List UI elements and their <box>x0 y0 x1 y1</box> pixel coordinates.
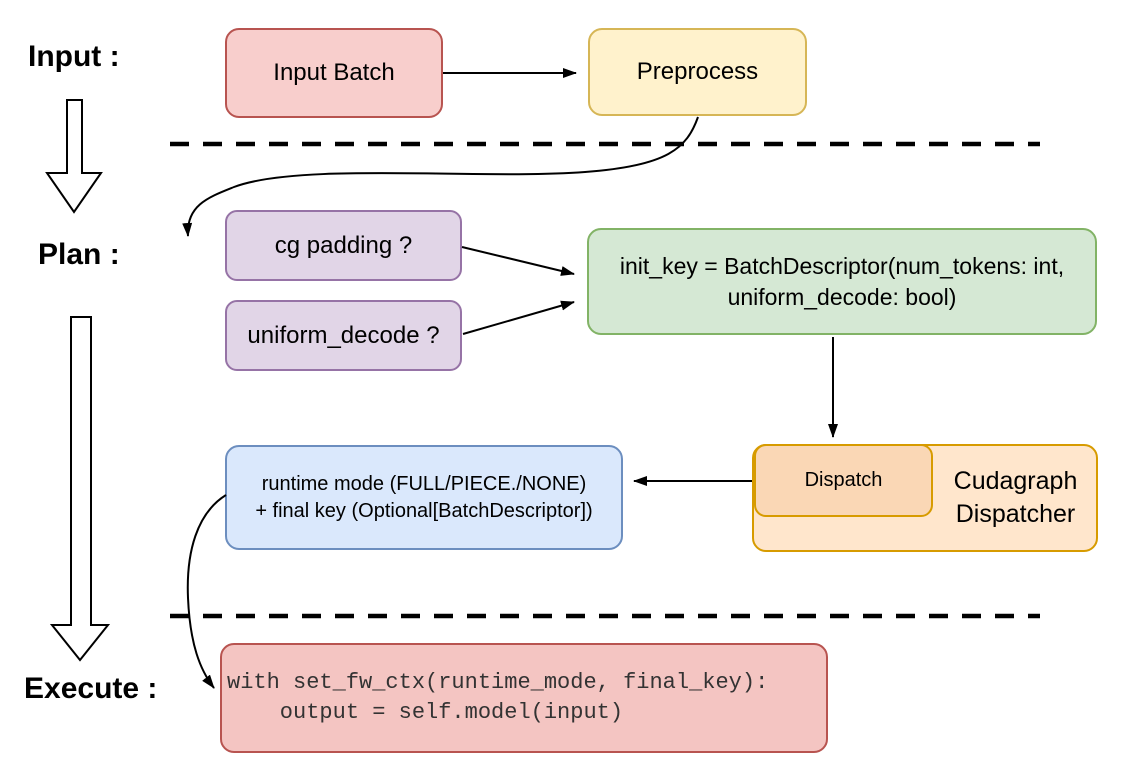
node-dispatch-label: Dispatch <box>804 469 883 492</box>
node-cudagraph-dispatcher-line1: Cudagraph <box>953 467 1078 495</box>
node-preprocess: Preprocess <box>588 28 807 116</box>
node-input-batch: Input Batch <box>225 28 443 118</box>
node-cudagraph-dispatcher-label: Cudagraph Dispatcher <box>933 446 1098 550</box>
connector-uniform-decode-to-init-key <box>462 300 575 335</box>
phase-label-input: Input : <box>28 40 120 73</box>
node-preprocess-label: Preprocess <box>636 58 759 86</box>
node-input-batch-label: Input Batch <box>273 59 395 87</box>
node-cg-padding: cg padding ? <box>225 210 462 281</box>
node-cg-padding-label: cg padding ? <box>274 231 413 259</box>
plan-phase-block-arrow-icon <box>49 316 111 662</box>
node-runtime-mode: runtime mode (FULL/PIECE./NONE) + final … <box>225 445 623 550</box>
node-dispatch: Dispatch <box>754 444 933 517</box>
phase-label-plan: Plan : <box>38 238 120 271</box>
node-execute-code: with set_fw_ctx(runtime_mode, final_key)… <box>220 643 828 753</box>
node-execute-code-line2: output = self.model(input) <box>227 700 624 725</box>
phase-label-execute: Execute : <box>24 672 158 705</box>
node-runtime-mode-line2: + final key (Optional[BatchDescriptor]) <box>255 499 593 522</box>
input-phase-block-arrow-icon <box>45 99 103 214</box>
node-init-key-line2: uniform_decode: bool) <box>727 283 957 310</box>
node-uniform-decode-label: uniform_decode ? <box>247 321 440 349</box>
node-execute-code-line1: with set_fw_ctx(runtime_mode, final_key)… <box>227 670 769 695</box>
node-uniform-decode: uniform_decode ? <box>225 300 462 371</box>
node-runtime-mode-line1: runtime mode (FULL/PIECE./NONE) <box>261 473 587 496</box>
node-cudagraph-dispatcher-line2: Dispatcher <box>955 500 1076 528</box>
connector-cg-padding-to-init-key <box>461 246 575 276</box>
node-init-key-line1: init_key = BatchDescriptor(num_tokens: i… <box>619 253 1065 280</box>
node-init-key: init_key = BatchDescriptor(num_tokens: i… <box>587 228 1097 335</box>
